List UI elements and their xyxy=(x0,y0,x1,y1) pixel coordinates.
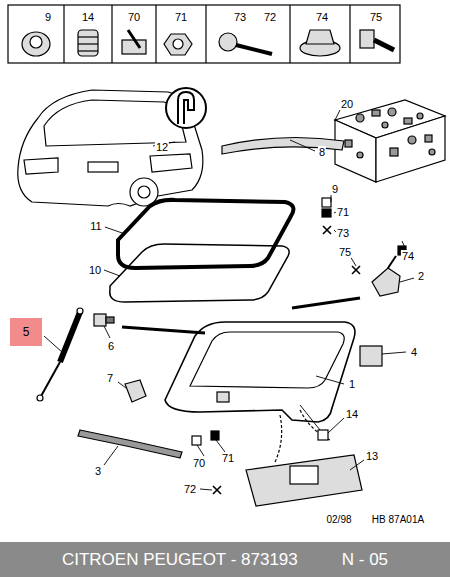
rear-glass xyxy=(110,244,289,302)
callout-number: 70 xyxy=(127,11,141,23)
callout-number: 72 xyxy=(183,483,197,495)
callout-number: 14 xyxy=(81,11,95,23)
fastener-frame xyxy=(8,5,400,63)
node-text: N - 05 xyxy=(342,550,388,570)
callout-number: 1 xyxy=(348,378,356,390)
number-plate-panel xyxy=(246,410,362,506)
callout-number: 14 xyxy=(345,408,359,420)
callout-number: 74 xyxy=(315,11,329,23)
callout-number: 2 xyxy=(417,270,425,282)
callout-number: 71 xyxy=(336,206,350,218)
callout-number: 20 xyxy=(340,98,354,110)
callout-number: 4 xyxy=(410,346,418,358)
tailgate xyxy=(122,298,360,422)
callout-number: HB 87A01A xyxy=(371,514,425,526)
callout-number: 75 xyxy=(369,11,383,23)
callout-number: 6 xyxy=(107,340,115,352)
callout-number: 9 xyxy=(44,11,52,23)
trim-strip xyxy=(78,430,182,458)
glass-seal xyxy=(118,200,293,268)
leader-lines xyxy=(44,110,414,490)
fastener-marks xyxy=(192,198,406,494)
fastener-cells xyxy=(22,5,394,63)
callout-number: 12 xyxy=(155,141,169,153)
buffer xyxy=(125,380,146,402)
callout-number: 02/98 xyxy=(325,514,352,526)
callout-number: 8 xyxy=(318,146,326,158)
fixing-kit-box xyxy=(335,100,445,182)
callout-number: 73 xyxy=(233,11,247,23)
node-text: CITROEN PEUGEOT - 873193 xyxy=(62,550,298,570)
callout-number: 9 xyxy=(331,183,339,195)
highlight-box: 5 xyxy=(10,318,42,346)
gas-strut xyxy=(37,308,83,401)
callout-number: 74 xyxy=(401,250,415,262)
bump-stop xyxy=(94,314,114,326)
callout-number: 3 xyxy=(94,465,102,477)
callout-number: 71 xyxy=(174,11,188,23)
node-text: 5 xyxy=(23,325,30,339)
callout-number: 72 xyxy=(263,11,277,23)
handle xyxy=(360,346,382,366)
callout-number: 13 xyxy=(365,450,379,462)
callout-number: 7 xyxy=(106,372,114,384)
callout-number: 10 xyxy=(88,264,102,276)
callout-number: 70 xyxy=(192,457,206,469)
callout-number: 11 xyxy=(89,220,102,232)
seal-section-inset xyxy=(166,88,206,128)
callout-number: 71 xyxy=(221,452,235,464)
callout-number: 73 xyxy=(336,227,350,239)
lock-latch xyxy=(372,256,400,296)
callout-number: 75 xyxy=(338,246,352,258)
reference-band: CITROEN PEUGEOT - 873193 N - 05 xyxy=(0,542,450,577)
